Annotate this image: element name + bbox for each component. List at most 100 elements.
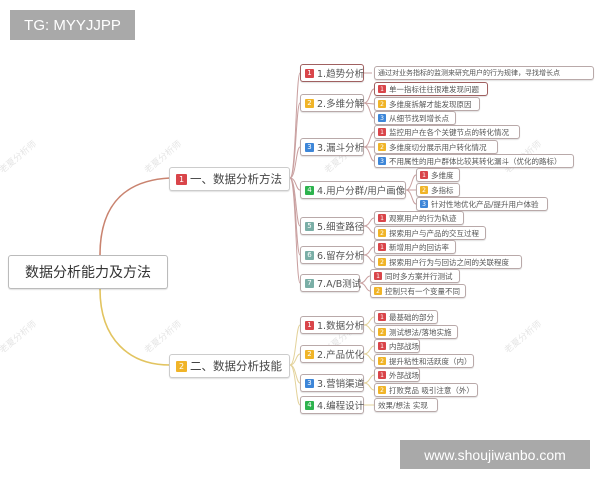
priority-1-icon: 1 — [378, 243, 386, 251]
leaf-node[interactable]: 2 提升粘性和活跃度（内） — [374, 354, 474, 368]
watermark-text: www.shoujiwanbo.com — [424, 446, 566, 463]
leaf-node[interactable]: 1 外部战场 — [374, 368, 420, 382]
leaf-label: 测试想法/落地实施 — [389, 327, 452, 337]
leaf-label: 最基础的部分 — [389, 312, 434, 322]
priority-2-icon: 2 — [378, 357, 386, 365]
watermark-site-label: www.shoujiwanbo.com — [400, 440, 590, 469]
priority-5-icon: 5 — [305, 221, 314, 231]
leaf-label: 探索用户与产品的交互过程 — [389, 228, 479, 238]
topic-label: 6.留存分析 — [317, 251, 365, 262]
branch-label: 二、数据分析技能 — [190, 359, 282, 373]
priority-2-icon: 2 — [374, 287, 382, 295]
watermark-tg-label: TG: MYYJJPP — [10, 10, 135, 40]
topic-data-analysis[interactable]: 1 1.数据分析 — [300, 316, 364, 334]
topic-trend-analysis[interactable]: 1 1.趋势分析 — [300, 64, 364, 82]
topic-marketing-channels[interactable]: 3 3.营销渠道 — [300, 374, 364, 392]
leaf-node[interactable]: 1 同时多方案并行测试 — [370, 269, 460, 283]
leaf-node[interactable]: 1 单一指标往往很难发现问题 — [374, 82, 488, 96]
root-node[interactable]: 数据分析能力及方法 — [8, 255, 168, 289]
topic-label: 3.营销渠道 — [317, 379, 365, 390]
priority-2-icon: 2 — [378, 258, 386, 266]
topic-programming-design[interactable]: 4 4.编程设计 — [300, 396, 364, 414]
leaf-node[interactable]: 2 探索用户与产品的交互过程 — [374, 226, 486, 240]
topic-label: 4.编程设计 — [317, 401, 365, 412]
topic-path-analysis[interactable]: 5 5.细查路径 — [300, 217, 364, 235]
topic-funnel-analysis[interactable]: 3 3.漏斗分析 — [300, 138, 364, 156]
leaf-label: 多维度 — [431, 170, 454, 180]
leaf-node[interactable]: 2 控制只有一个变量不同 — [370, 284, 466, 298]
leaf-label: 单一指标往往很难发现问题 — [389, 84, 479, 94]
priority-3-icon: 3 — [378, 157, 386, 165]
leaf-node[interactable]: 2 多维度切分展示用户转化情况 — [374, 140, 498, 154]
leaf-node[interactable]: 通过对业务指标的监测来研究用户的行为规律，寻找增长点 — [374, 66, 594, 80]
topic-product-optimization[interactable]: 2 2.产品优化 — [300, 345, 364, 363]
priority-1-icon: 1 — [420, 171, 428, 179]
priority-2-icon: 2 — [305, 349, 314, 359]
leaf-label: 内部战场 — [389, 341, 419, 351]
priority-2-icon: 2 — [378, 100, 386, 108]
branch-analysis-methods[interactable]: 1 一、数据分析方法 — [169, 167, 290, 191]
priority-6-icon: 6 — [305, 250, 314, 260]
priority-3-icon: 3 — [305, 142, 314, 152]
leaf-node[interactable]: 1 新增用户的回访率 — [374, 240, 456, 254]
leaf-node[interactable]: 3 从细节找到增长点 — [374, 111, 456, 125]
leaf-label: 探索用户行为与回访之间的关联程度 — [389, 257, 509, 267]
leaf-node[interactable]: 效果/想法 实现 — [374, 398, 438, 412]
leaf-label: 多指标 — [431, 185, 454, 195]
priority-1-icon: 1 — [378, 214, 386, 222]
topic-label: 2.多维分解 — [317, 99, 365, 110]
priority-7-icon: 7 — [305, 278, 314, 288]
priority-1-icon: 1 — [378, 371, 386, 379]
leaf-label: 控制只有一个变量不同 — [385, 286, 460, 296]
priority-1-icon: 1 — [378, 128, 386, 136]
topic-label: 5.细查路径 — [317, 222, 365, 233]
priority-1-icon: 1 — [378, 85, 386, 93]
leaf-node[interactable]: 1 最基础的部分 — [374, 310, 438, 324]
leaf-node[interactable]: 2 探索用户行为与回访之间的关联程度 — [374, 255, 522, 269]
leaf-node[interactable]: 3 针对性地优化产品/提升用户体验 — [416, 197, 548, 211]
topic-label: 1.趋势分析 — [317, 69, 365, 80]
priority-2-icon: 2 — [176, 360, 187, 372]
priority-2-icon: 2 — [378, 143, 386, 151]
priority-2-icon: 2 — [378, 328, 386, 336]
priority-1-icon: 1 — [305, 320, 314, 330]
leaf-node[interactable]: 3 不用属性的用户群体比较其转化漏斗（优化的路标） — [374, 154, 574, 168]
leaf-label: 外部战场 — [389, 370, 419, 380]
leaf-label: 多维度拆解才能发现原因 — [389, 99, 472, 109]
topic-label: 1.数据分析 — [317, 321, 365, 332]
leaf-node[interactable]: 1 内部战场 — [374, 339, 420, 353]
leaf-node[interactable]: 2 多指标 — [416, 183, 460, 197]
leaf-node[interactable]: 1 监控用户在各个关键节点的转化情况 — [374, 125, 520, 139]
priority-1-icon: 1 — [378, 313, 386, 321]
priority-3-icon: 3 — [378, 114, 386, 122]
watermark-text: TG: MYYJJPP — [24, 16, 121, 34]
topic-retention-analysis[interactable]: 6 6.留存分析 — [300, 246, 364, 264]
priority-4-icon: 4 — [305, 185, 314, 195]
leaf-label: 观察用户的行为轨迹 — [389, 213, 457, 223]
root-label: 数据分析能力及方法 — [25, 265, 151, 281]
leaf-node[interactable]: 2 多维度拆解才能发现原因 — [374, 97, 480, 111]
leaf-node[interactable]: 1 多维度 — [416, 168, 460, 182]
topic-user-segmentation[interactable]: 4 4.用户分群/用户画像 — [300, 181, 406, 199]
leaf-label: 通过对业务指标的监测来研究用户的行为规律，寻找增长点 — [378, 69, 560, 77]
priority-1-icon: 1 — [305, 68, 314, 78]
priority-2-icon: 2 — [378, 386, 386, 394]
topic-ab-testing[interactable]: 7 7.A/B测试 — [300, 274, 362, 292]
priority-3-icon: 3 — [420, 200, 428, 208]
priority-2-icon: 2 — [420, 186, 428, 194]
priority-2-icon: 2 — [378, 229, 386, 237]
leaf-node[interactable]: 2 打败竞品 吸引注意（外） — [374, 383, 478, 397]
leaf-label: 从细节找到增长点 — [389, 113, 449, 123]
topic-multidim-decomposition[interactable]: 2 2.多维分解 — [300, 94, 364, 112]
leaf-label: 监控用户在各个关键节点的转化情况 — [389, 127, 509, 137]
leaf-label: 效果/想法 实现 — [378, 400, 428, 410]
leaf-label: 打败竞品 吸引注意（外） — [389, 385, 474, 395]
leaf-node[interactable]: 2 测试想法/落地实施 — [374, 325, 458, 339]
topic-label: 7.A/B测试 — [317, 279, 362, 290]
leaf-node[interactable]: 1 观察用户的行为轨迹 — [374, 211, 464, 225]
topic-label: 2.产品优化 — [317, 350, 365, 361]
branch-analysis-skills[interactable]: 2 二、数据分析技能 — [169, 354, 290, 378]
priority-3-icon: 3 — [305, 378, 314, 388]
